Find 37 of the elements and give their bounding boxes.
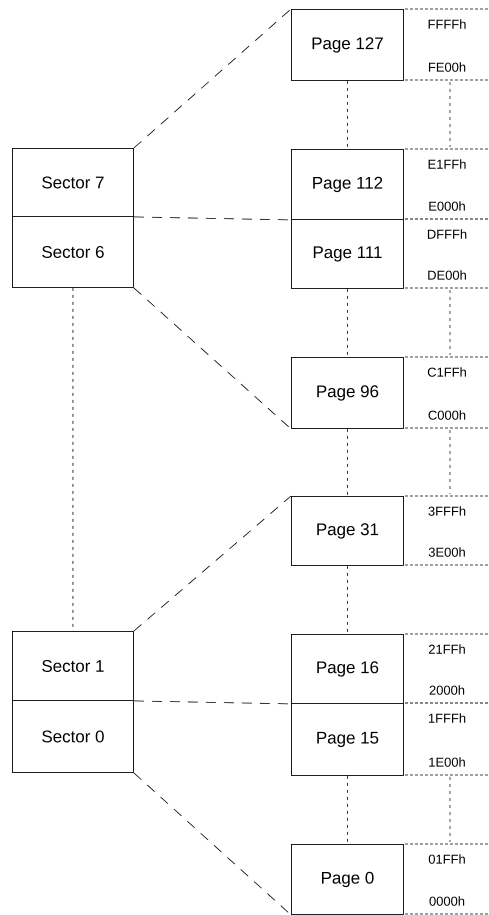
address-label: 1FFFh — [428, 713, 466, 723]
address-label: E000h — [429, 201, 465, 211]
page-box: Page 127 — [291, 9, 404, 81]
address-label: 1E00h — [429, 757, 465, 767]
address-label: FE00h — [428, 62, 466, 72]
address-label: 3FFFh — [428, 506, 466, 516]
address-label: C000h — [428, 410, 466, 420]
dashed-line — [347, 776, 348, 844]
sector-box: Sector 7 — [12, 148, 134, 217]
dashed-line — [347, 80, 348, 150]
dashed-line — [134, 772, 292, 915]
address-label: DFFFh — [428, 229, 466, 239]
address-label: 3E00h — [428, 547, 465, 557]
dashed-line — [347, 428, 348, 496]
dashed-line — [347, 288, 348, 358]
page-box: Page 31 — [291, 496, 404, 566]
sector-box: Sector 1 — [12, 631, 134, 701]
address-label: E1FFh — [428, 159, 466, 169]
address-label: 21FFh — [428, 644, 465, 654]
address-label: 01FFh — [428, 854, 465, 864]
dashed-line — [134, 496, 292, 632]
page-box: Page 96 — [291, 357, 404, 429]
address-label: DE00h — [428, 270, 466, 280]
page-box: Page 15 — [291, 703, 404, 776]
sector-box: Sector 0 — [12, 700, 134, 773]
page-box: Page 16 — [291, 634, 404, 704]
dashed-line — [134, 288, 292, 430]
sector-box: Sector 6 — [12, 216, 134, 288]
address-label: 0000h — [430, 896, 464, 906]
page-box: Page 112 — [291, 149, 404, 220]
address-label: 2000h — [430, 685, 464, 695]
page-box: Page 111 — [291, 219, 404, 289]
dashed-line — [134, 8, 292, 148]
address-label: C1FFh — [428, 367, 466, 377]
page-box: Page 0 — [291, 844, 404, 915]
address-label: FFFFh — [428, 19, 466, 29]
dashed-line — [347, 566, 348, 634]
